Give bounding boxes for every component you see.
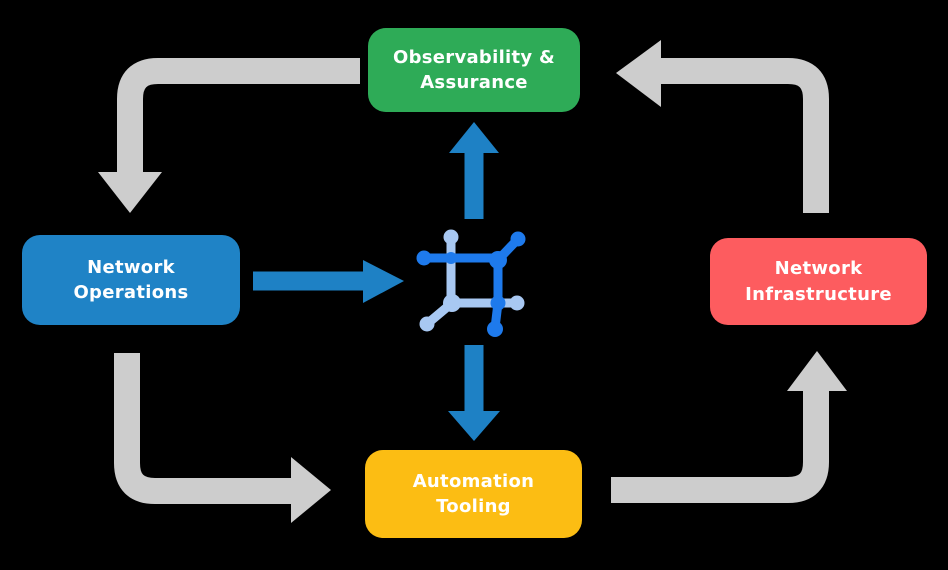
- node-label-line: Observability &: [392, 46, 556, 68]
- icon-node-top: [443, 229, 459, 245]
- icon-node-top-right: [510, 231, 526, 247]
- node-label-line: Assurance: [420, 72, 528, 93]
- flow-arrow-center-to-automation: [448, 345, 500, 441]
- arrow-shaft: [117, 58, 360, 174]
- arrow-head: [449, 122, 499, 153]
- arrow-head: [448, 411, 500, 441]
- arrow-head: [363, 260, 404, 303]
- node-label-line: Network: [774, 258, 863, 280]
- arrow-head: [787, 351, 847, 391]
- cycle-arrow-automation-to-infrastructure: [611, 351, 847, 503]
- node-label-line: Automation: [412, 470, 535, 492]
- cycle-arrow-operations-to-automation: [114, 353, 331, 523]
- icon-corner-top-right: [489, 251, 507, 269]
- icon-corner-bottom-right: [490, 295, 506, 311]
- icon-corner-top-left: [445, 252, 457, 264]
- node-label-line: Operations: [73, 282, 189, 303]
- arrow-shaft: [114, 353, 293, 504]
- icon-node-left: [416, 250, 432, 266]
- cycle-arrow-infrastructure-to-observability: [616, 40, 829, 213]
- node-network-operations: Network Operations: [22, 235, 240, 325]
- arrow-head: [98, 172, 162, 213]
- icon-node-bottom: [487, 321, 503, 337]
- flow-arrow-operations-to-center: [253, 260, 404, 303]
- arrow-head: [616, 40, 661, 107]
- node-network-infrastructure: Network Infrastructure: [710, 238, 927, 325]
- flow-arrow-center-to-observability: [449, 122, 499, 219]
- node-observability-assurance: Observability & Assurance: [368, 28, 580, 112]
- icon-node-bottom-left: [419, 316, 435, 332]
- arrow-shaft: [659, 58, 829, 213]
- icon-corner-bottom-left: [443, 294, 461, 312]
- icon-node-right: [509, 295, 525, 311]
- node-label-line: Tooling: [436, 496, 511, 517]
- arrow-shaft: [611, 390, 829, 503]
- node-automation-tooling: Automation Tooling: [365, 450, 582, 538]
- node-label-line: Infrastructure: [745, 283, 892, 305]
- arrow-head: [291, 457, 331, 523]
- network-automation-icon: [416, 229, 526, 337]
- node-label-line: Network: [87, 256, 175, 278]
- cycle-arrow-observability-to-operations: [98, 58, 360, 213]
